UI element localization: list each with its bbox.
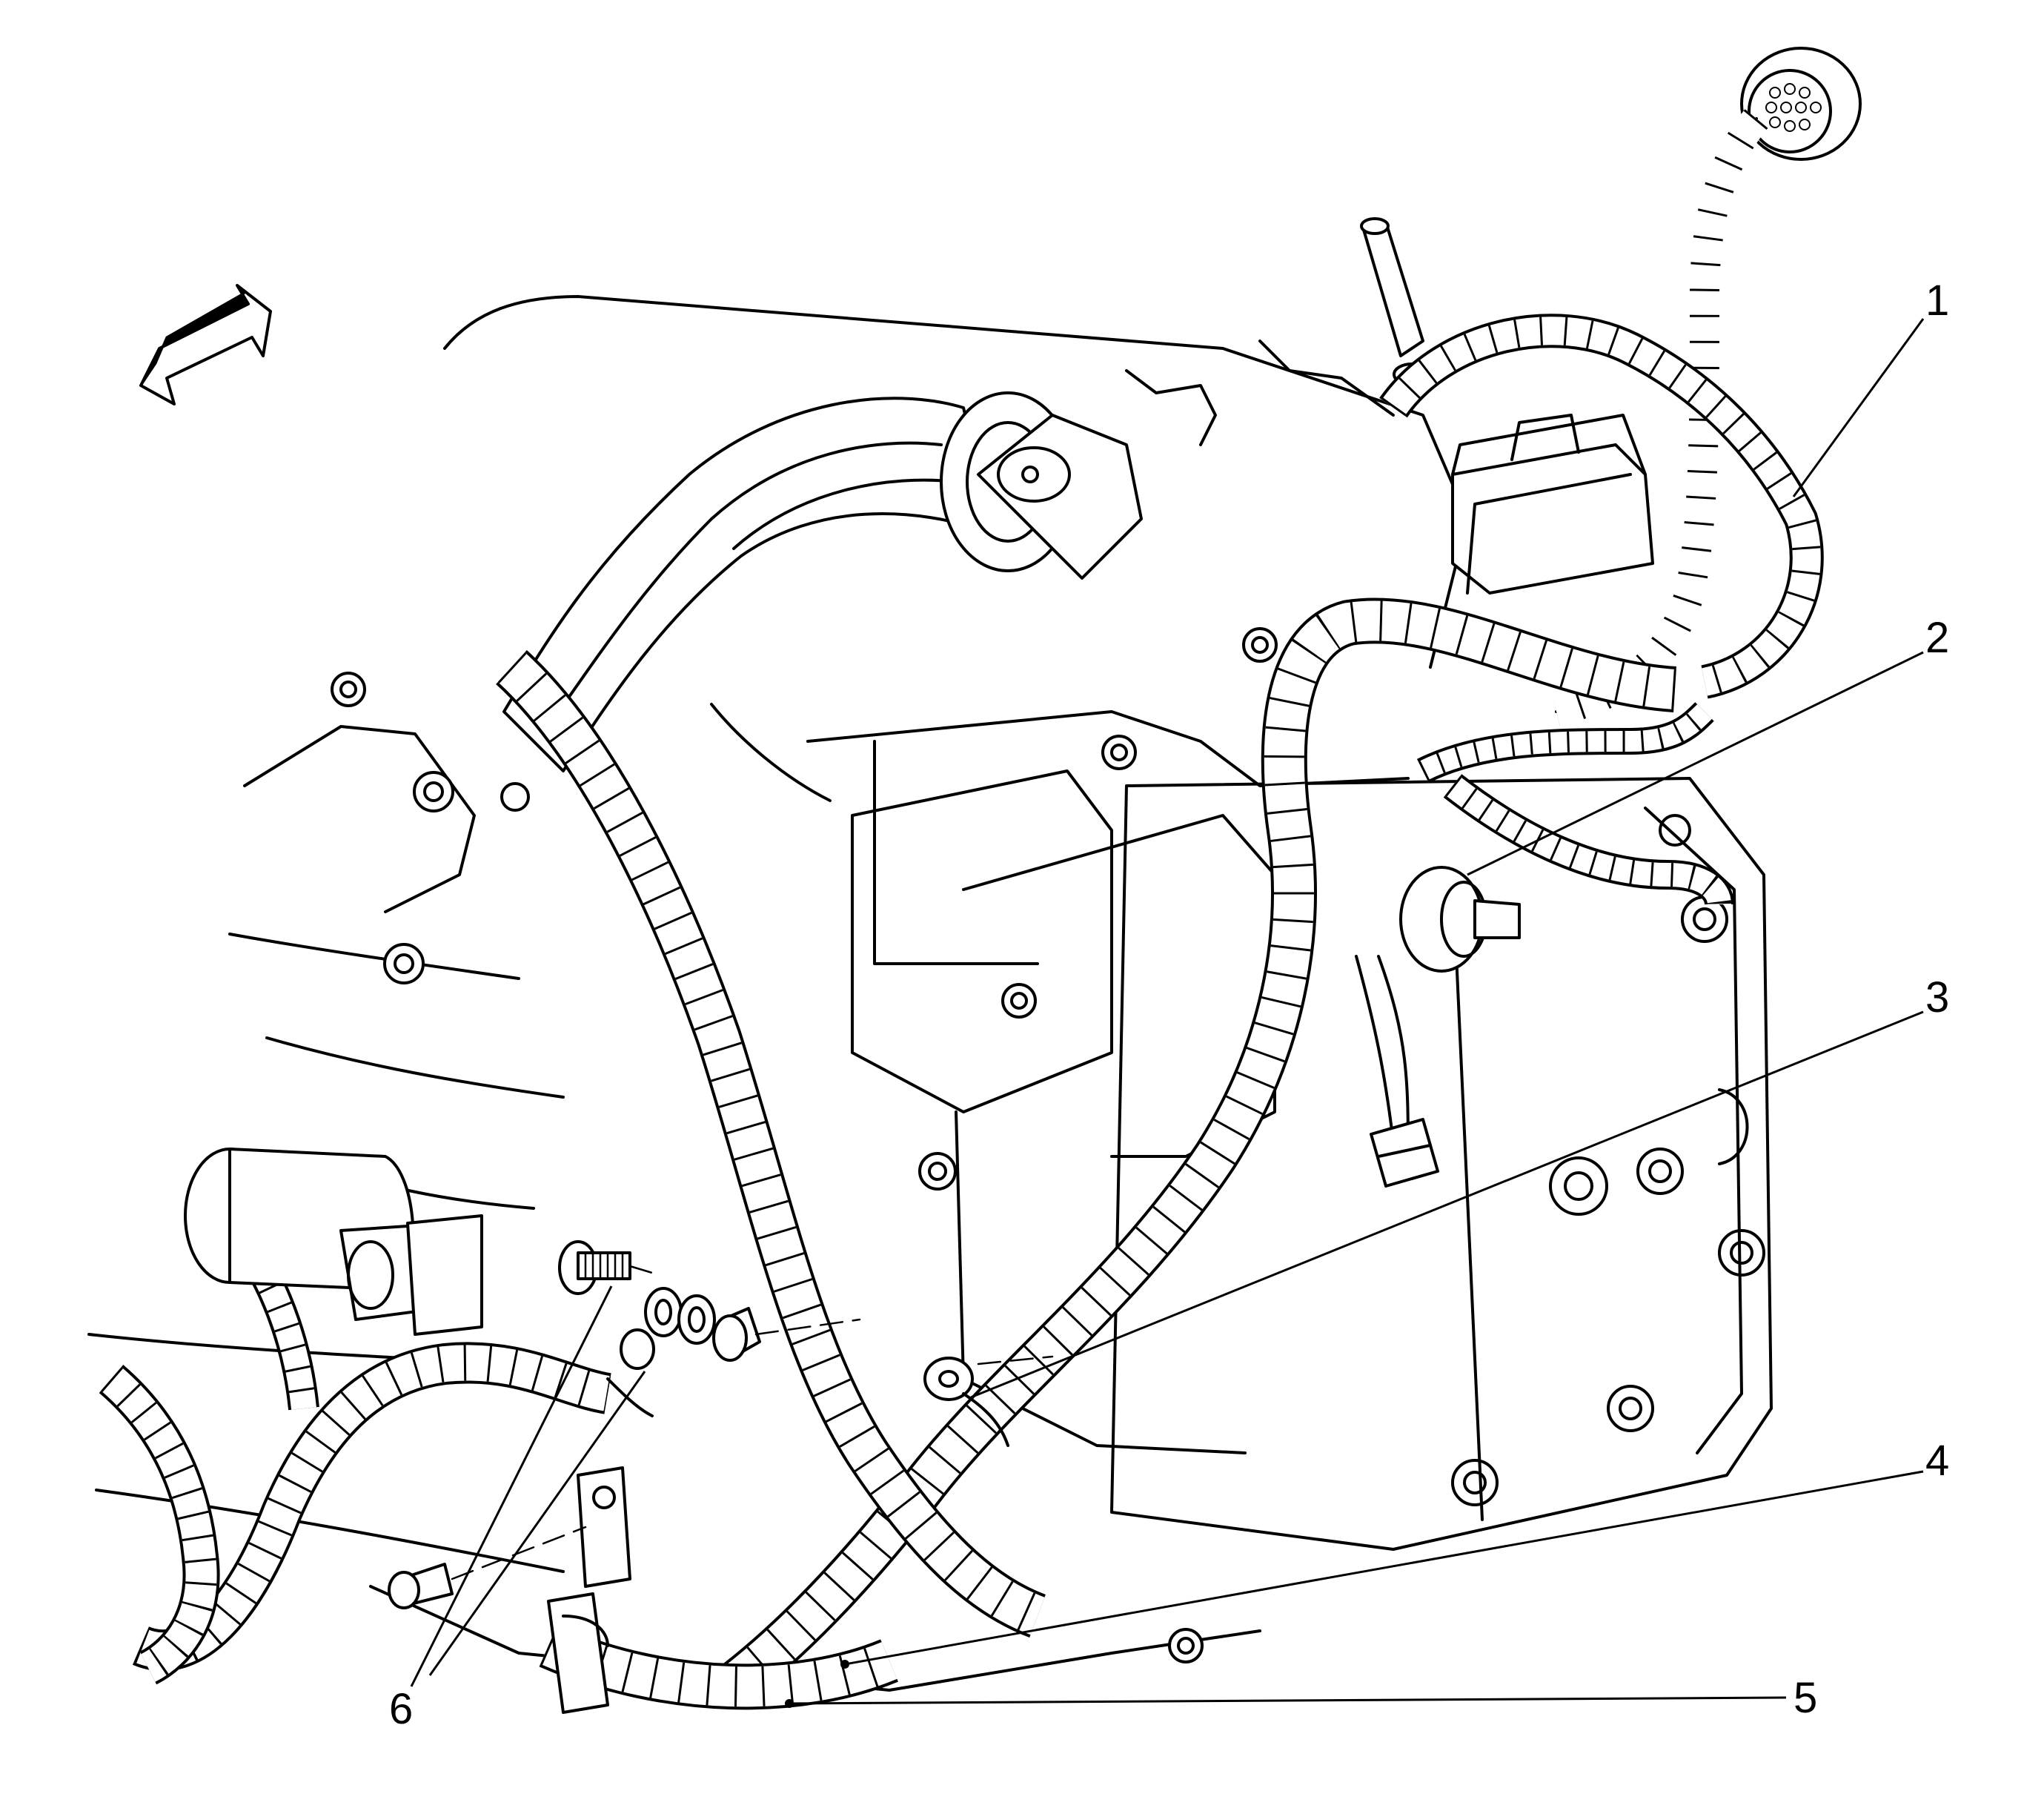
callout-6: 6 [389, 1685, 413, 1733]
callout-3: 3 [1925, 973, 1949, 1022]
callout-1: 1 [1925, 277, 1949, 325]
callout-2: 2 [1925, 614, 1949, 662]
stud-and-nut-assembly [558, 1240, 861, 1417]
engine-block [87, 295, 1469, 1692]
wiring-harness [99, 109, 1824, 1710]
ground-eyelet [923, 1355, 1054, 1447]
harness-bracket [547, 1466, 631, 1714]
front-arrow-icon [139, 284, 272, 405]
callout-leaders [410, 318, 1925, 1708]
callout-4: 4 [1925, 1437, 1949, 1485]
intake-duct [502, 369, 1217, 772]
callout-5: 5 [1794, 1674, 1817, 1722]
sensor-connector [1399, 866, 1521, 973]
harness-connector [1740, 47, 1862, 161]
inline-connector [1370, 1118, 1439, 1188]
callout-labels: 1 2 3 4 5 6 [389, 277, 1949, 1733]
relay-box [1451, 414, 1654, 595]
bolt [388, 1526, 587, 1609]
transmission-case [1110, 777, 1773, 1551]
engine-bolts [331, 627, 1278, 1663]
starter-motor [184, 1148, 483, 1336]
